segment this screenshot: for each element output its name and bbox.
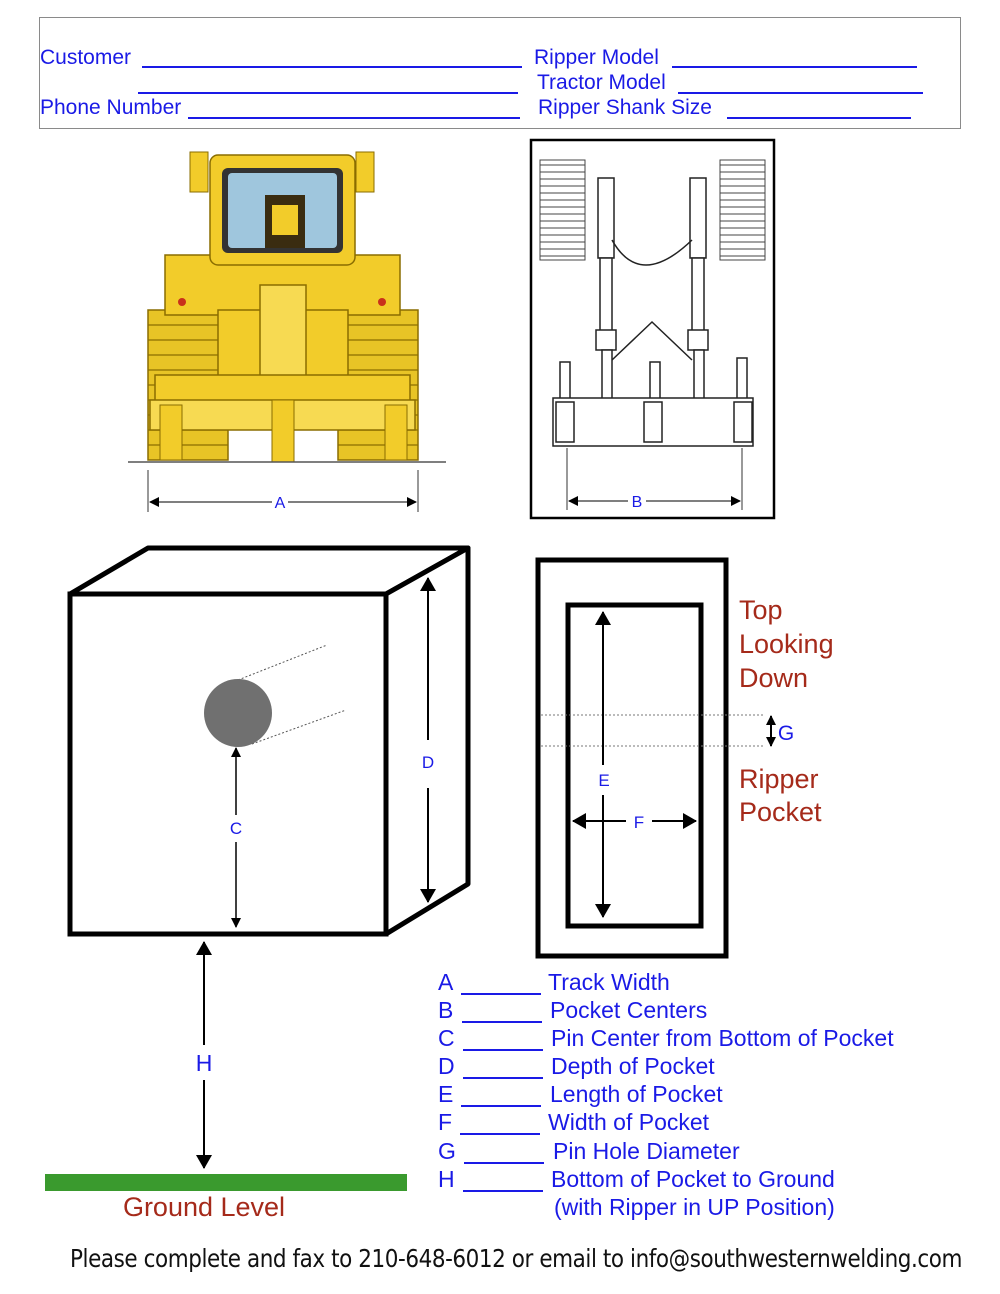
ripper-pocket-label: Ripper Pocket [739, 764, 826, 827]
legend-letter: E [438, 1081, 454, 1107]
legend-letter: A [438, 969, 454, 995]
pin-hole [204, 679, 272, 747]
customer-label: Customer [40, 46, 132, 69]
dimension-h-label: H [196, 1050, 213, 1076]
legend-input-d[interactable] [463, 1077, 543, 1079]
dimension-a-label: A [275, 495, 286, 512]
legend-input-a[interactable] [461, 993, 541, 995]
legend-input-h[interactable] [463, 1190, 543, 1192]
ripper-model-label: Ripper Model [534, 46, 659, 69]
customer-field[interactable] [142, 66, 522, 68]
legend-input-c[interactable] [463, 1049, 543, 1051]
legend-input-g[interactable] [464, 1162, 544, 1164]
legend-description: Pin Center from Bottom of Pocket [551, 1025, 894, 1051]
tractor-model-field[interactable] [678, 92, 923, 94]
legend-letter: H [438, 1166, 455, 1192]
legend-description: Bottom of Pocket to Ground [551, 1166, 835, 1192]
customer-info-form [39, 17, 961, 129]
legend-input-f[interactable] [460, 1133, 540, 1135]
ripper-pocket-3d-box [67, 545, 471, 937]
ripper-model-field[interactable] [672, 66, 917, 68]
tractor-model-label: Tractor Model [537, 71, 666, 94]
legend-letter: G [438, 1138, 456, 1164]
legend-description: Pocket Centers [550, 997, 708, 1023]
legend-description: Depth of Pocket [551, 1053, 715, 1079]
dimension-f-label: F [634, 813, 644, 832]
legend-description: Width of Pocket [548, 1109, 710, 1135]
ripper-shank-size-label: Ripper Shank Size [538, 96, 712, 119]
legend-description: Track Width [548, 969, 670, 995]
dimension-c-label: C [230, 819, 242, 838]
legend-input-b[interactable] [462, 1021, 542, 1023]
ground-level-bar [45, 1174, 407, 1191]
legend-description: Pin Hole Diameter [553, 1138, 740, 1164]
legend-description: Length of Pocket [550, 1081, 723, 1107]
legend-note: (with Ripper in UP Position) [554, 1194, 835, 1220]
ripper-shank-size-field[interactable] [727, 117, 911, 119]
legend-letter: D [438, 1053, 455, 1079]
legend-letter: F [438, 1109, 453, 1135]
tractor-front-view-illustration [147, 151, 419, 463]
legend-letter: B [438, 997, 454, 1023]
dimension-g-label: G [778, 722, 794, 745]
ground-level-label: Ground Level [123, 1192, 285, 1222]
ripper-pocket-top-view [535, 557, 765, 959]
footer-instructions: Please complete and fax to 210-648-6012 … [70, 1244, 963, 1273]
legend-input-e[interactable] [461, 1105, 541, 1107]
legend-letter: C [438, 1025, 455, 1051]
dimension-d-label: D [422, 753, 434, 772]
customer-field-line-2[interactable] [138, 92, 518, 94]
dimension-b-label: B [632, 494, 643, 511]
dimension-e-label: E [598, 771, 609, 790]
top-looking-down-label: Top Looking Down [739, 595, 841, 693]
phone-number-field[interactable] [188, 117, 520, 119]
ripper-top-view-illustration [529, 138, 776, 520]
phone-number-label: Phone Number [40, 96, 182, 119]
